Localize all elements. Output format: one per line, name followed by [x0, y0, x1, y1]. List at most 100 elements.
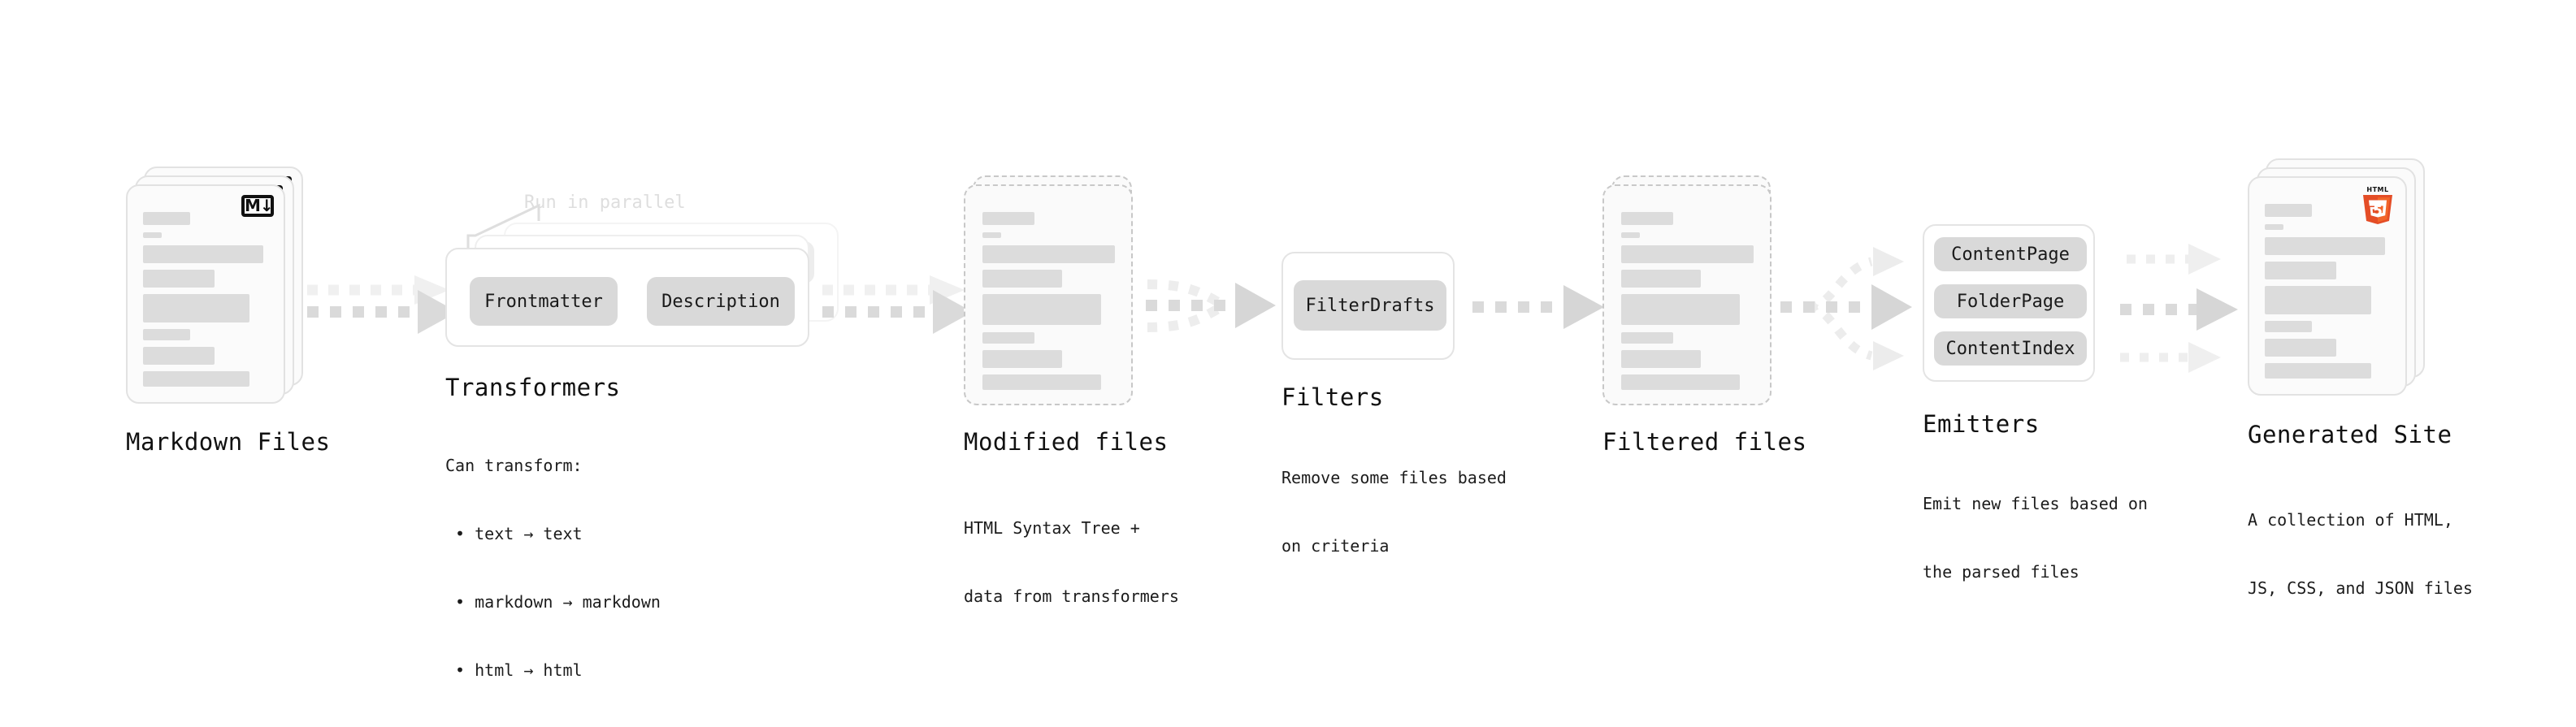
- transformers-container-front: Frontmatter Description: [445, 248, 809, 347]
- subcaption-generated-site: A collection of HTML, JS, CSS, and JSON …: [2248, 463, 2473, 645]
- skeleton-bar: [143, 371, 249, 387]
- skeleton-bar: [1621, 270, 1701, 288]
- connector-markdown-to-transformers: [307, 272, 458, 353]
- modified-file-stack: [964, 167, 1143, 418]
- caption-emitters: Emitters: [1923, 410, 2040, 438]
- emitter-pill-folderpage[interactable]: FolderPage: [1934, 284, 2087, 318]
- subcaption-line: A collection of HTML,: [2248, 510, 2453, 530]
- skeleton-bar: [1621, 245, 1754, 263]
- skeleton-bar: [982, 294, 1101, 325]
- caption-filtered-files: Filtered files: [1602, 428, 1807, 456]
- skeleton-bar: [143, 212, 190, 225]
- filters-container: FilterDrafts: [1281, 252, 1455, 360]
- skeleton-bar: [1621, 232, 1640, 238]
- stage-modified-files: [964, 167, 1143, 418]
- connector-emitters-to-site: [2115, 232, 2257, 378]
- skeleton-bar: [2265, 339, 2336, 357]
- connector-svg: [1472, 285, 1604, 329]
- caption-modified-files: Modified files: [964, 428, 1169, 456]
- skeleton-bar: [2265, 237, 2385, 255]
- merge-line-bottom: [1147, 301, 1227, 332]
- stage-filtered-files: [1602, 167, 1781, 418]
- emitter-pill-contentpage[interactable]: ContentPage: [1934, 237, 2087, 271]
- generated-site-stack: CSS HTML 5: [2248, 158, 2435, 410]
- arrow-head-bottom: [1873, 341, 1904, 370]
- subcaption-emitters: Emit new files based on the parsed files: [1923, 447, 2148, 629]
- subcaption-line: HTML Syntax Tree +: [964, 518, 1140, 538]
- subcaption-line: • markdown → markdown: [445, 592, 661, 612]
- transformer-pill-frontmatter[interactable]: Frontmatter: [470, 277, 618, 326]
- transformer-pill-description[interactable]: Description: [647, 277, 795, 326]
- connector-svg: [1146, 279, 1276, 332]
- transformer-pill-label: Frontmatter: [484, 291, 603, 312]
- connector-filters-to-filtered: [1472, 283, 1607, 331]
- skeleton-bar: [143, 347, 215, 365]
- arrow-head: [1563, 285, 1604, 329]
- caption-markdown-files: Markdown Files: [126, 428, 331, 456]
- subcaption-modified-files: HTML Syntax Tree + data from transformer…: [964, 471, 1179, 653]
- skeleton-bar: [2265, 363, 2371, 379]
- filtered-file-stack: [1602, 167, 1781, 418]
- skeleton-bar: [982, 350, 1062, 368]
- subcaption-line: • text → text: [445, 524, 583, 543]
- stage-markdown-files: M↓ M↓ M↓: [126, 167, 313, 418]
- subcaption-line: on criteria: [1281, 536, 1390, 556]
- filter-pill-filterdrafts[interactable]: FilterDrafts: [1294, 280, 1446, 331]
- caption-generated-site: Generated Site: [2248, 421, 2452, 448]
- stage-generated-site: CSS HTML 5: [2248, 158, 2435, 410]
- connector-modified-to-filters: [1136, 252, 1282, 357]
- skeleton-bar: [2265, 224, 2283, 230]
- bracket-path: [466, 203, 540, 248]
- subcaption-line: data from transformers: [964, 586, 1179, 606]
- skeleton-bar: [1621, 350, 1701, 368]
- html5-glyph-right: [2378, 200, 2387, 218]
- diagram-canvas: M↓ M↓ M↓ Markdown Files: [126, 158, 2473, 680]
- subcaption-line: the parsed files: [1923, 562, 2079, 582]
- arrow-head: [933, 290, 973, 334]
- html5-icon-number: 5: [2373, 203, 2383, 219]
- skeleton-bar: [982, 212, 1034, 225]
- caption-filters: Filters: [1281, 383, 1384, 411]
- skeleton-bar: [2265, 286, 2371, 314]
- html5-icon-wordmark: HTML: [2366, 186, 2388, 193]
- filtered-sheet-front: [1602, 184, 1772, 405]
- skeleton-bar: [982, 245, 1115, 263]
- emitter-pill-label: ContentIndex: [1945, 338, 2075, 359]
- skeleton-bar: [982, 374, 1101, 390]
- arrow-head-top: [1873, 247, 1904, 276]
- skeleton-bar: [143, 232, 162, 238]
- skeleton-bar: [2265, 204, 2312, 217]
- skeleton-bar: [143, 294, 249, 322]
- subcaption-filters: Remove some files based on criteria: [1281, 421, 1507, 603]
- markdown-badge-front: M↓: [241, 195, 274, 217]
- subcaption-line: Remove some files based: [1281, 468, 1507, 487]
- skeleton-bar: [982, 332, 1034, 344]
- skeleton-bar: [1621, 332, 1673, 344]
- emitter-pill-contentindex[interactable]: ContentIndex: [1934, 331, 2087, 366]
- skeleton-bar: [143, 270, 215, 288]
- skeleton-bar: [1621, 294, 1740, 325]
- filter-pill-label: FilterDrafts: [1305, 295, 1435, 316]
- arrow-head-bottom: [2188, 342, 2221, 373]
- skeleton-bar: [2265, 262, 2336, 279]
- connector-svg: [2120, 244, 2238, 373]
- skeleton-bar: [982, 232, 1001, 238]
- subcaption-line: JS, CSS, and JSON files: [2248, 578, 2473, 598]
- subcaption-line: Can transform:: [445, 456, 583, 475]
- subcaption-transformers: Can transform: • text → text • markdown …: [445, 409, 661, 727]
- skeleton-bar: [143, 329, 190, 340]
- emitters-container: ContentPage FolderPage ContentIndex: [1923, 224, 2095, 382]
- emitter-pill-label: FolderPage: [1956, 291, 2065, 312]
- connector-svg: [307, 275, 458, 334]
- skeleton-bar: [1621, 374, 1740, 390]
- run-in-parallel-bracket: [466, 203, 540, 248]
- arrow-head-center: [2197, 288, 2238, 331]
- fan-line-bottom: [1807, 302, 1873, 361]
- modified-sheet-front: [964, 184, 1133, 405]
- html5-icon: HTML 5: [2363, 186, 2392, 224]
- skeleton-bar: [2265, 321, 2312, 332]
- connector-svg: [1780, 247, 1912, 370]
- arrow-head-top: [2188, 244, 2221, 275]
- fan-line-top: [1807, 257, 1873, 312]
- subcaption-line: • html → html: [445, 660, 583, 680]
